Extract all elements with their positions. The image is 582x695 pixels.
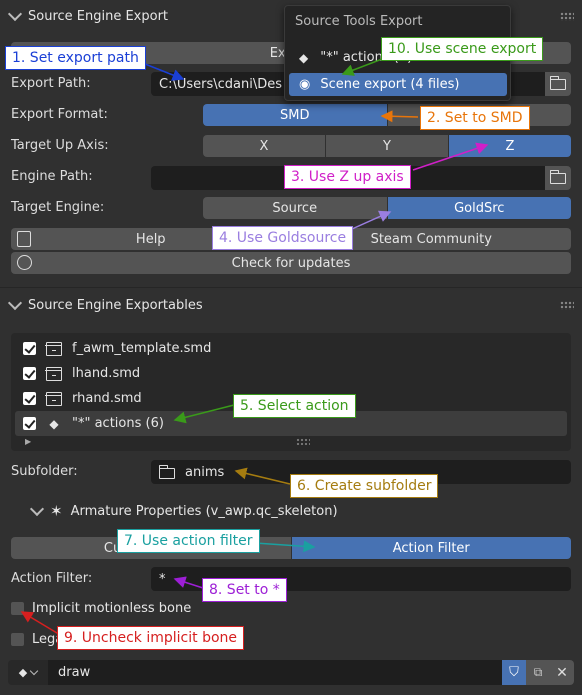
export-panel-title: Source Engine Export <box>28 8 169 24</box>
folder-icon <box>549 169 566 184</box>
target-engine-source[interactable]: Source <box>203 197 387 219</box>
list-item-label: lhand.smd <box>72 366 141 381</box>
close-icon: ✕ <box>556 664 568 681</box>
up-axis-y[interactable]: Y <box>326 135 448 157</box>
arrow-1 <box>139 61 185 81</box>
drag-grip-icon[interactable] <box>560 12 574 21</box>
arrow-4 <box>351 210 392 230</box>
arrow-6 <box>234 467 291 485</box>
armature-properties-title: Armature Properties (v_awp.qc_skeleton) <box>70 503 338 519</box>
annotation-1: 1. Set export path <box>5 46 146 70</box>
steam-community-label: Steam Community <box>370 231 492 247</box>
action-icon: ◆ <box>18 666 28 679</box>
action-filter-value: * <box>159 571 166 587</box>
archive-icon <box>45 391 62 406</box>
engine-path-label: Engine Path: <box>11 169 93 184</box>
action-icon: ◆ <box>49 416 59 431</box>
arrow-7 <box>254 540 316 553</box>
scene-icon: ◉ <box>299 77 311 92</box>
annotation-10: 10. Use scene export <box>381 37 544 61</box>
list-item[interactable]: rhand.smd <box>15 386 567 411</box>
checkbox[interactable] <box>23 367 36 380</box>
arrow-8 <box>173 576 204 589</box>
list-item-label: "*" actions (6) <box>72 416 164 431</box>
help-label: Help <box>135 231 166 247</box>
armature-properties-header[interactable]: ✶ Armature Properties (v_awp.qc_skeleton… <box>22 497 582 525</box>
legacy-checkbox[interactable] <box>11 633 24 646</box>
implicit-bone-label: Implicit motionless bone <box>32 601 192 616</box>
annotation-7: 7. Use action filter <box>117 529 260 553</box>
exportables-panel-header[interactable]: Source Engine Exportables <box>0 291 582 319</box>
checkbox[interactable] <box>23 342 36 355</box>
subfolder-label: Subfolder: <box>11 464 78 479</box>
subfolder-value: anims <box>185 464 225 480</box>
exportables-panel-title: Source Engine Exportables <box>28 297 203 313</box>
annotation-4: 4. Use Goldsource <box>212 226 354 250</box>
panel-divider <box>0 287 582 288</box>
export-panel-header[interactable]: Source Engine Export <box>0 2 582 30</box>
action-icon: ◆ <box>299 50 309 65</box>
folder-icon <box>549 75 566 90</box>
action-name-value: draw <box>58 665 91 680</box>
globe-icon <box>17 255 32 270</box>
drag-grip-icon[interactable] <box>560 301 574 310</box>
checkbox[interactable] <box>23 417 36 430</box>
arrow-2 <box>380 110 419 123</box>
steam-community-button[interactable]: Steam Community <box>291 228 571 250</box>
check-updates-label: Check for updates <box>231 255 351 271</box>
annotation-9: 9. Uncheck implicit bone <box>57 626 245 650</box>
annotation-2: 2. Set to SMD <box>420 106 530 130</box>
action-name-field[interactable]: draw <box>48 660 502 685</box>
folder-icon <box>158 465 175 479</box>
export-path-value: C:\Users\cdani\Des <box>159 76 282 92</box>
annotation-6: 6. Create subfolder <box>290 474 439 498</box>
armature-icon: ✶ <box>50 502 63 520</box>
resize-grip-icon[interactable] <box>296 438 310 445</box>
export-format-label: Export Format: <box>11 107 108 122</box>
popup-title: Source Tools Export <box>295 14 423 29</box>
unlink-action-button[interactable]: ✕ <box>550 660 574 685</box>
arrow-3 <box>412 142 489 171</box>
popup-item-scene-label: Scene export (4 files) <box>320 77 460 92</box>
fake-user-button[interactable]: ⛉ <box>502 660 526 685</box>
list-item[interactable]: lhand.smd <box>15 361 567 386</box>
action-browse-button[interactable]: ◆ <box>8 660 48 685</box>
list-item-label: f_awm_template.smd <box>72 341 212 356</box>
target-engine-goldsrc[interactable]: GoldSrc <box>387 197 571 219</box>
browse-export-path-button[interactable] <box>545 72 571 96</box>
popup-item-scene-export[interactable]: ◉ Scene export (4 files) <box>289 73 507 96</box>
manual-icon <box>17 231 31 247</box>
checkbox[interactable] <box>23 392 36 405</box>
up-axis-label: Target Up Axis: <box>11 138 109 153</box>
duplicate-action-button[interactable]: ⧉ <box>526 660 550 685</box>
annotation-3: 3. Use Z up axis <box>284 165 411 189</box>
archive-icon <box>45 366 62 381</box>
annotation-5: 5. Select action <box>233 394 356 418</box>
list-item[interactable]: f_awm_template.smd <box>15 336 567 361</box>
arrow-9 <box>20 611 63 637</box>
arrow-5 <box>173 404 235 424</box>
annotation-8: 8. Set to * <box>202 578 287 602</box>
up-axis-x[interactable]: X <box>203 135 325 157</box>
export-path-label: Export Path: <box>11 76 91 91</box>
target-engine-selector[interactable]: Source GoldSrc <box>203 197 571 219</box>
target-engine-label: Target Engine: <box>11 200 105 215</box>
expand-arrow-icon[interactable]: ▶ <box>25 437 32 446</box>
tab-action-filter[interactable]: Action Filter <box>291 537 571 559</box>
shield-icon: ⛉ <box>509 665 519 680</box>
list-item-label: rhand.smd <box>72 391 142 406</box>
export-format-smd[interactable]: SMD <box>203 104 387 126</box>
check-updates-button[interactable]: Check for updates <box>11 252 571 274</box>
subfolder-field[interactable]: anims <box>151 460 571 484</box>
action-filter-label: Action Filter: <box>11 571 93 586</box>
action-selector-row: ◆ draw ⛉ ⧉ ✕ <box>8 660 574 685</box>
browse-engine-path-button[interactable] <box>545 166 571 190</box>
copy-icon: ⧉ <box>533 665 543 679</box>
archive-icon <box>45 341 62 356</box>
